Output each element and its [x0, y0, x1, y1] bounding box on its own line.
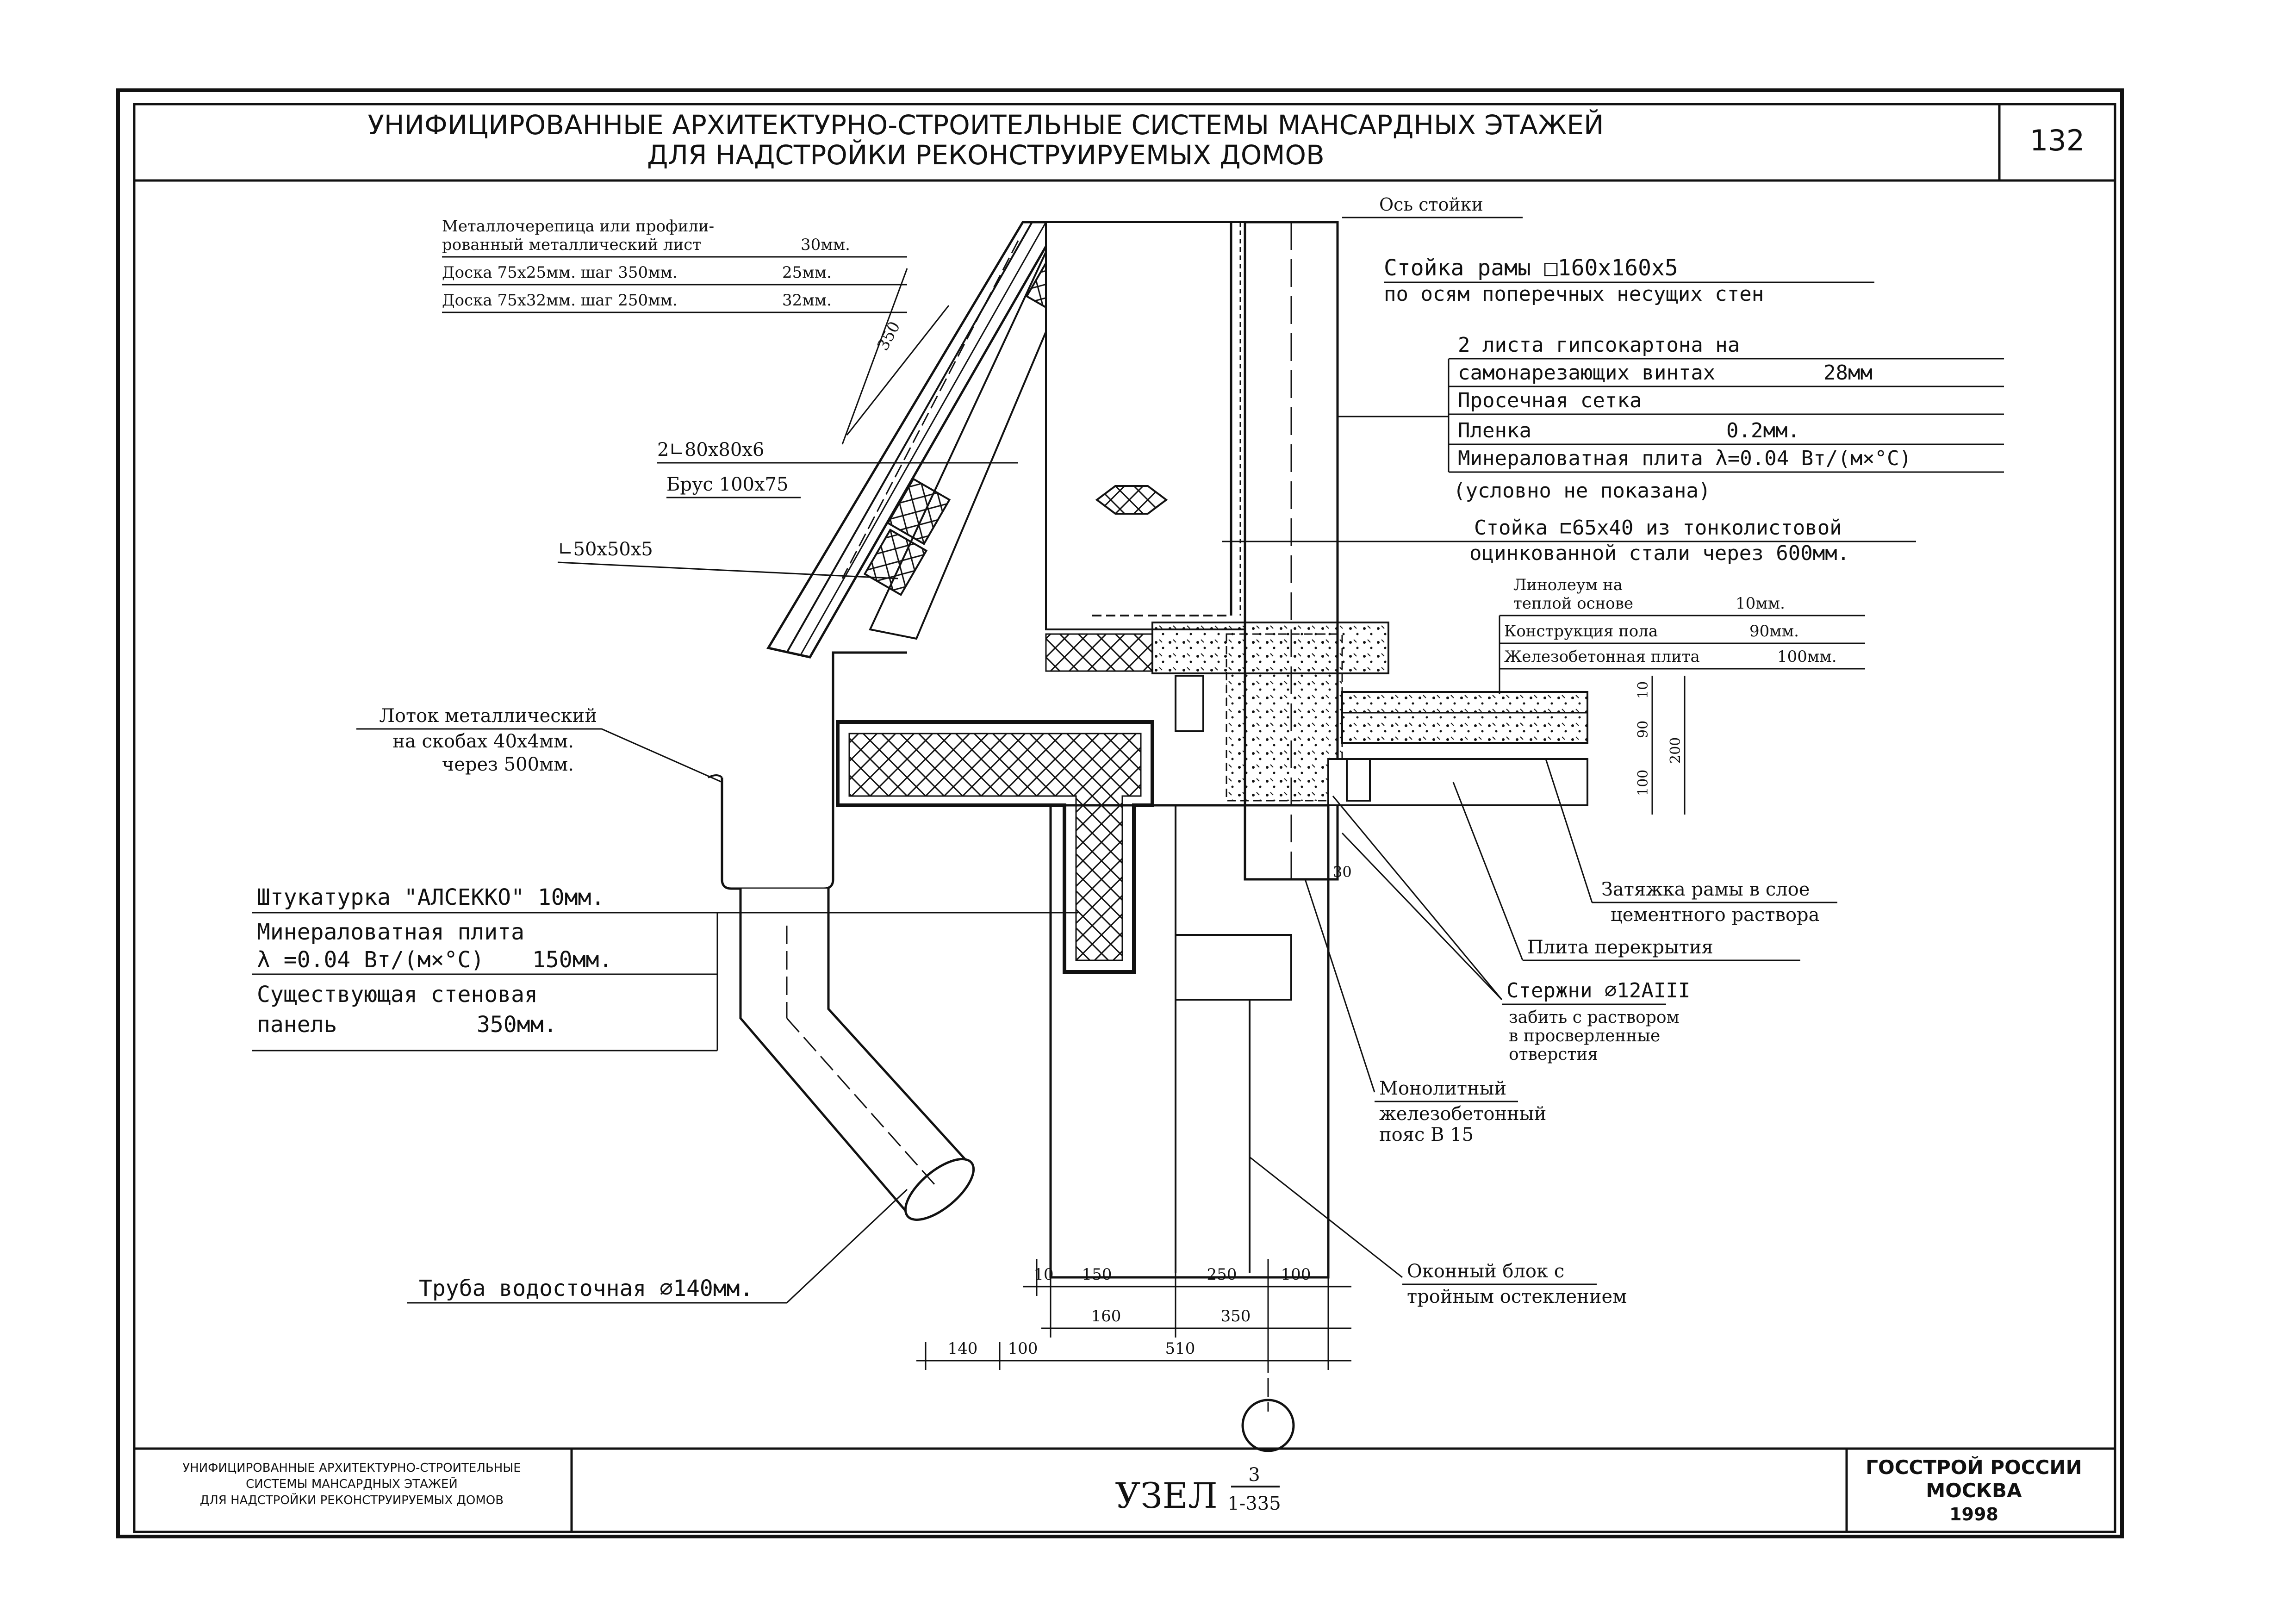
footer-left-line1: УНИФИЦИРОВАННЫЕ АРХИТЕКТУРНО-СТРОИТЕЛЬНЫ…	[182, 1461, 521, 1475]
roofing-label-2: рованный металлический лист	[442, 236, 701, 254]
dim-510: 510	[1165, 1339, 1195, 1358]
roofing-thk: 30мм.	[801, 236, 850, 254]
insulation-thk: 150мм.	[532, 947, 612, 973]
dim-140: 140	[948, 1339, 978, 1358]
film-thk: 0.2мм.	[1726, 419, 1800, 442]
belt-label-1: Монолитный	[1379, 1078, 1506, 1099]
linoleum-thk: 10мм.	[1736, 594, 1785, 613]
roof-labels: Металлочерепица или профили- рованный ме…	[442, 217, 1018, 579]
window-label-2: тройным остеклением	[1407, 1286, 1627, 1307]
wool-note: (условно не показана)	[1453, 479, 1711, 503]
linoleum-label-1: Линолеум на	[1513, 576, 1623, 594]
dim-350: 350	[1221, 1307, 1251, 1325]
rods-label-3: в просверленные	[1509, 1027, 1660, 1045]
gutter-label-2: на скобах 40х4мм.	[392, 731, 574, 752]
downpipe	[739, 889, 975, 1221]
dim-10: 10	[1033, 1265, 1053, 1284]
belt-label-2: железобетонный	[1379, 1103, 1546, 1125]
frame-post-label-1: Стойка рамы □160х160х5	[1384, 255, 1678, 281]
axis-marker	[1241, 1399, 1295, 1452]
board2-label: Доска 75х32мм. шаг 250мм.	[442, 291, 678, 310]
board2-thk: 32мм.	[782, 291, 832, 310]
node-sheet: 1-335	[1227, 1493, 1281, 1514]
mesh-label: Просечная сетка	[1458, 389, 1642, 412]
angle-50-label: ∟50х50х5	[558, 539, 653, 560]
film-label: Пленка	[1458, 419, 1531, 442]
rods-label-1: Стержни ⌀12АIII	[1506, 979, 1690, 1002]
roof-slope	[766, 221, 1094, 659]
wall-label-2: панель	[257, 1012, 337, 1038]
window-label-1: Оконный блок с	[1407, 1261, 1564, 1282]
board1-thk: 25мм.	[782, 263, 832, 282]
dim-v-100: 100	[1635, 770, 1651, 796]
stud-label-2: оцинкованной стали через 600мм.	[1469, 541, 1849, 565]
frame-post-label-2: по осям поперечных несущих стен	[1384, 282, 1764, 306]
floor-slab	[1045, 622, 1588, 806]
header-title-line1: УНИФИЦИРОВАННЫЕ АРХИТЕКТУРНО-СТРОИТЕЛЬНЫ…	[368, 109, 1604, 141]
dim-150: 150	[1082, 1265, 1112, 1284]
wall-label-1: Существующая стеновая	[257, 982, 538, 1008]
node-label: УЗЕЛ	[1115, 1475, 1217, 1516]
board1-label: Доска 75х25мм. шаг 350мм.	[442, 263, 678, 282]
floor-label: Конструкция пола	[1504, 622, 1658, 641]
dim-30: 30	[1333, 863, 1352, 881]
gypsum-thk: 28мм	[1823, 361, 1873, 385]
wall-insulation	[836, 720, 1330, 1279]
footer-left-line2: СИСТЕМЫ МАНСАРДНЫХ ЭТАЖЕЙ	[246, 1476, 458, 1491]
floor-thk: 90мм.	[1749, 622, 1799, 641]
axis-label: Ось стойки	[1379, 194, 1483, 215]
dim-100: 100	[1281, 1265, 1311, 1284]
gypsum-label-2: самонарезающих винтах	[1458, 361, 1715, 385]
slab-thk: 100мм.	[1777, 647, 1837, 666]
linoleum-label-2: теплой основе	[1513, 594, 1633, 613]
tie-label-2: цементного раствора	[1611, 904, 1820, 926]
left-labels: Лоток металлический на скобах 40х4мм. че…	[252, 705, 1078, 1304]
org-year: 1998	[1949, 1504, 1998, 1524]
dim-v-200: 200	[1668, 737, 1684, 764]
org-city: МОСКВА	[1926, 1479, 2022, 1502]
roofing-label-1: Металлочерепица или профили-	[442, 217, 714, 236]
footer-left-line3: ДЛЯ НАДСТРОЙКИ РЕКОНСТРУИРУЕМЫХ ДОМОВ	[200, 1493, 504, 1507]
angle-2-label: 2∟80х80х6	[657, 439, 764, 460]
dim-v-90: 90	[1635, 721, 1651, 738]
floor-slab-label: Плита перекрытия	[1527, 937, 1713, 958]
dim-250: 250	[1207, 1265, 1237, 1284]
plaster-label: Штукатурка "АЛСЕККО" 10мм.	[257, 884, 604, 910]
dim-160: 160	[1091, 1307, 1121, 1325]
wall-thk: 350мм.	[477, 1012, 557, 1038]
beam-label: Брус 100х75	[666, 474, 788, 495]
insulation-label-1: Минераловатная плита	[257, 919, 524, 945]
downpipe-label: Труба водосточная ⌀140мм.	[419, 1276, 753, 1301]
bottom-dimensions: 10 150 250 100 160 350 140 100 510	[916, 1259, 1351, 1370]
node-number: 3	[1248, 1464, 1260, 1486]
gypsum-label-1: 2 листа гипсокартона на	[1458, 333, 1740, 357]
outer-frame	[116, 88, 2124, 1538]
right-labels: Ось стойки Стойка рамы □160х160х5 по ося…	[1222, 194, 2004, 1307]
page-number: 132	[2030, 124, 2084, 157]
slab-label: Железобетонная плита	[1504, 647, 1700, 666]
org-name: ГОССТРОЙ РОССИИ	[1866, 1456, 2082, 1479]
wool-label: Минераловатная плита λ=0.04 Вт/(м×°С)	[1458, 447, 1911, 470]
belt-label-3: пояс В 15	[1379, 1124, 1474, 1145]
dim-100b: 100	[1008, 1339, 1038, 1358]
tie-label-1: Затяжка рамы в слое	[1601, 879, 1810, 900]
dim-v-10: 10	[1635, 681, 1651, 699]
stud-label-1: Стойка ⊏65х40 из тонколистовой	[1474, 516, 1842, 540]
insulation-label-2: λ =0.04 Вт/(м×°С)	[257, 947, 484, 973]
inner-frame	[133, 103, 2116, 1533]
header-title-line2: ДЛЯ НАДСТРОЙКИ РЕКОНСТРУИРУЕМЫХ ДОМОВ	[647, 139, 1325, 171]
rods-label-4: отверстия	[1509, 1045, 1598, 1064]
gutter-label-1: Лоток металлический	[380, 705, 597, 727]
gutter-label-3: через 500мм.	[442, 754, 574, 775]
rods-label-2: забить с раствором	[1509, 1008, 1680, 1027]
